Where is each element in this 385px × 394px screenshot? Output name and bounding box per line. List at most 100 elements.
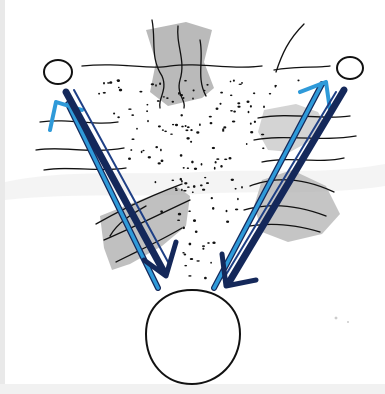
stipple-dot — [188, 275, 191, 277]
stipple-dot — [235, 208, 238, 210]
stipple-dot — [233, 79, 235, 81]
stipple-dot — [202, 248, 204, 250]
stipple-dot — [247, 100, 250, 102]
stipple-dot — [187, 186, 190, 188]
stipple-dot — [237, 198, 239, 201]
stipple-dot — [142, 150, 144, 152]
left-edge-shadow — [0, 0, 5, 394]
stipple-dot — [210, 122, 213, 124]
stipple-dot — [214, 167, 216, 170]
stipple-dot — [206, 182, 209, 184]
stipple-dot — [183, 190, 186, 192]
stipple-dot — [297, 79, 299, 81]
stipple-dot — [220, 165, 222, 168]
stipple-dot — [194, 168, 197, 170]
stipple-dot — [250, 105, 252, 107]
stipple-dot — [158, 162, 161, 164]
stipple-dot — [191, 161, 193, 164]
stipple-dot — [157, 100, 160, 102]
stipple-dot — [148, 156, 151, 158]
stipple-dot — [163, 96, 165, 97]
stipple-dot — [237, 102, 240, 104]
stipple-dot — [181, 126, 184, 128]
stipple-dot — [180, 114, 182, 116]
stipple-dot — [246, 143, 248, 145]
stipple-dot — [223, 126, 226, 128]
stipple-dot — [131, 138, 134, 140]
stipple-dot — [230, 94, 233, 96]
stipple-dot — [184, 253, 187, 255]
stipple-dot — [103, 92, 106, 94]
stipple-dot — [139, 91, 142, 93]
stipple-dot — [117, 116, 120, 118]
stipple-dot — [206, 84, 208, 86]
stipple-dot — [117, 79, 120, 82]
stipple-dot — [162, 129, 164, 131]
stipple-dot — [128, 108, 131, 110]
stipple-dot — [224, 159, 227, 161]
stipple-dot — [216, 108, 219, 110]
stipple-dot — [175, 188, 177, 190]
stipple-dot — [248, 111, 250, 114]
stipple-dot — [196, 260, 199, 261]
stipple-dot — [178, 213, 181, 216]
stipple-dot — [193, 89, 195, 91]
stipple-dot — [160, 210, 163, 212]
stipple-dot — [211, 197, 213, 199]
stipple-dot — [250, 122, 252, 124]
stipple-dot — [151, 83, 154, 85]
stipple-dot — [155, 181, 157, 183]
stipple-dot — [204, 177, 206, 178]
stipple-dot — [199, 123, 201, 126]
bottom-edge-shadow — [0, 384, 385, 394]
stipple-dot — [166, 97, 169, 99]
stipple-dot — [192, 191, 194, 193]
stipple-dot — [171, 180, 174, 182]
stipple-dot — [226, 210, 228, 213]
stipple-dot — [212, 207, 214, 210]
stipple-dot — [146, 110, 148, 112]
stipple-dot — [241, 82, 243, 84]
stipple-dot — [275, 85, 277, 88]
stipple-dot — [212, 147, 215, 149]
stipple-dot — [193, 185, 196, 188]
stipple-dot — [222, 130, 224, 132]
stipple-dot — [239, 84, 242, 85]
stipple-dot — [181, 189, 183, 192]
stipple-dot — [180, 178, 182, 181]
stipple-dot — [192, 98, 194, 100]
stipple-dot — [118, 87, 120, 88]
stipple-dot — [261, 134, 264, 136]
stipple-dot — [130, 149, 132, 151]
stipple-dot — [184, 80, 187, 82]
stipple-dot — [155, 146, 158, 148]
stipple-dot — [195, 230, 198, 232]
stipple-dot — [203, 90, 205, 92]
stipple-dot — [180, 94, 183, 96]
stipple-dot — [131, 114, 134, 116]
stipple-dot — [237, 106, 240, 108]
stipple-dot — [160, 149, 162, 152]
stipple-dot — [188, 210, 191, 212]
stipple-dot — [147, 120, 149, 122]
stipple-dot — [184, 265, 187, 267]
stipple-dot — [196, 131, 199, 133]
stipple-dot — [200, 184, 203, 186]
stipple-dot — [215, 161, 217, 164]
stipple-dot — [187, 126, 190, 128]
stipple-dot — [183, 97, 185, 99]
stipple-dot — [253, 92, 255, 94]
stipple-dot — [181, 180, 183, 183]
stipple-dot — [232, 121, 235, 123]
stipple-dot — [183, 167, 185, 169]
stipple-dot — [189, 243, 192, 246]
stipple-dot — [146, 104, 148, 106]
stipple-dot — [177, 219, 180, 221]
stipple-dot — [204, 277, 207, 280]
stipple-dot — [113, 112, 115, 114]
stipple-dot — [185, 129, 188, 131]
stipple-dot — [190, 258, 193, 260]
stipple-dot — [155, 84, 157, 86]
stipple-dot — [229, 157, 232, 160]
